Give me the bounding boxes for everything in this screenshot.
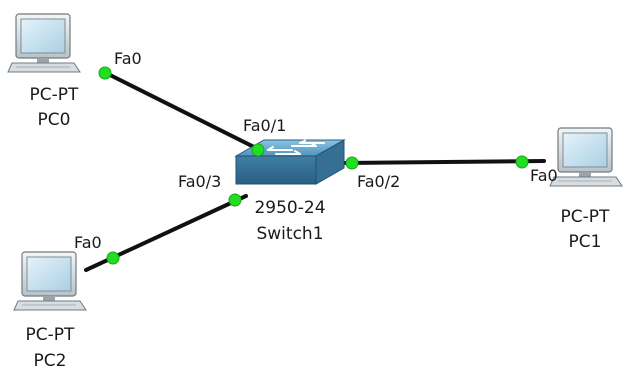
switch1-name-label: Switch1 (256, 224, 323, 244)
pc-icon (7, 13, 81, 73)
link-led-pc0-fa0 (98, 66, 112, 80)
pc1-type-label: PC-PT (561, 207, 611, 227)
pc2-type-label: PC-PT (26, 325, 76, 345)
pc0-name-label: PC0 (38, 110, 71, 130)
switch1-type-label: 2950-24 (254, 198, 325, 218)
port-label-switch1-fa0-2: Fa0/2 (357, 172, 400, 191)
cable-switch1-pc1[interactable] (342, 159, 546, 165)
pc1-name-label: PC1 (569, 232, 602, 252)
device-pc2[interactable] (13, 251, 87, 311)
port-label-switch1-fa0-1: Fa0/1 (243, 116, 286, 135)
port-label-pc0-fa0: Fa0 (114, 49, 142, 68)
port-label-pc1-fa0: Fa0 (530, 166, 558, 185)
link-led-switch1-fa0-1 (251, 143, 265, 157)
link-led-switch1-fa0-3 (228, 193, 242, 207)
device-pc0[interactable] (7, 13, 81, 73)
port-label-pc2-fa0: Fa0 (74, 233, 102, 252)
device-switch1[interactable] (234, 139, 346, 185)
link-led-switch1-fa0-2 (345, 156, 359, 170)
link-led-pc2-fa0 (106, 251, 120, 265)
pc2-name-label: PC2 (34, 351, 67, 371)
pc0-type-label: PC-PT (30, 85, 80, 105)
port-label-switch1-fa0-3: Fa0/3 (178, 172, 221, 191)
cable-pc0-switch1[interactable] (102, 70, 270, 156)
pc-icon (549, 127, 623, 187)
device-pc1[interactable] (549, 127, 623, 187)
pc-icon (13, 251, 87, 311)
link-led-pc1-fa0 (515, 155, 529, 169)
switch-icon (234, 139, 346, 185)
